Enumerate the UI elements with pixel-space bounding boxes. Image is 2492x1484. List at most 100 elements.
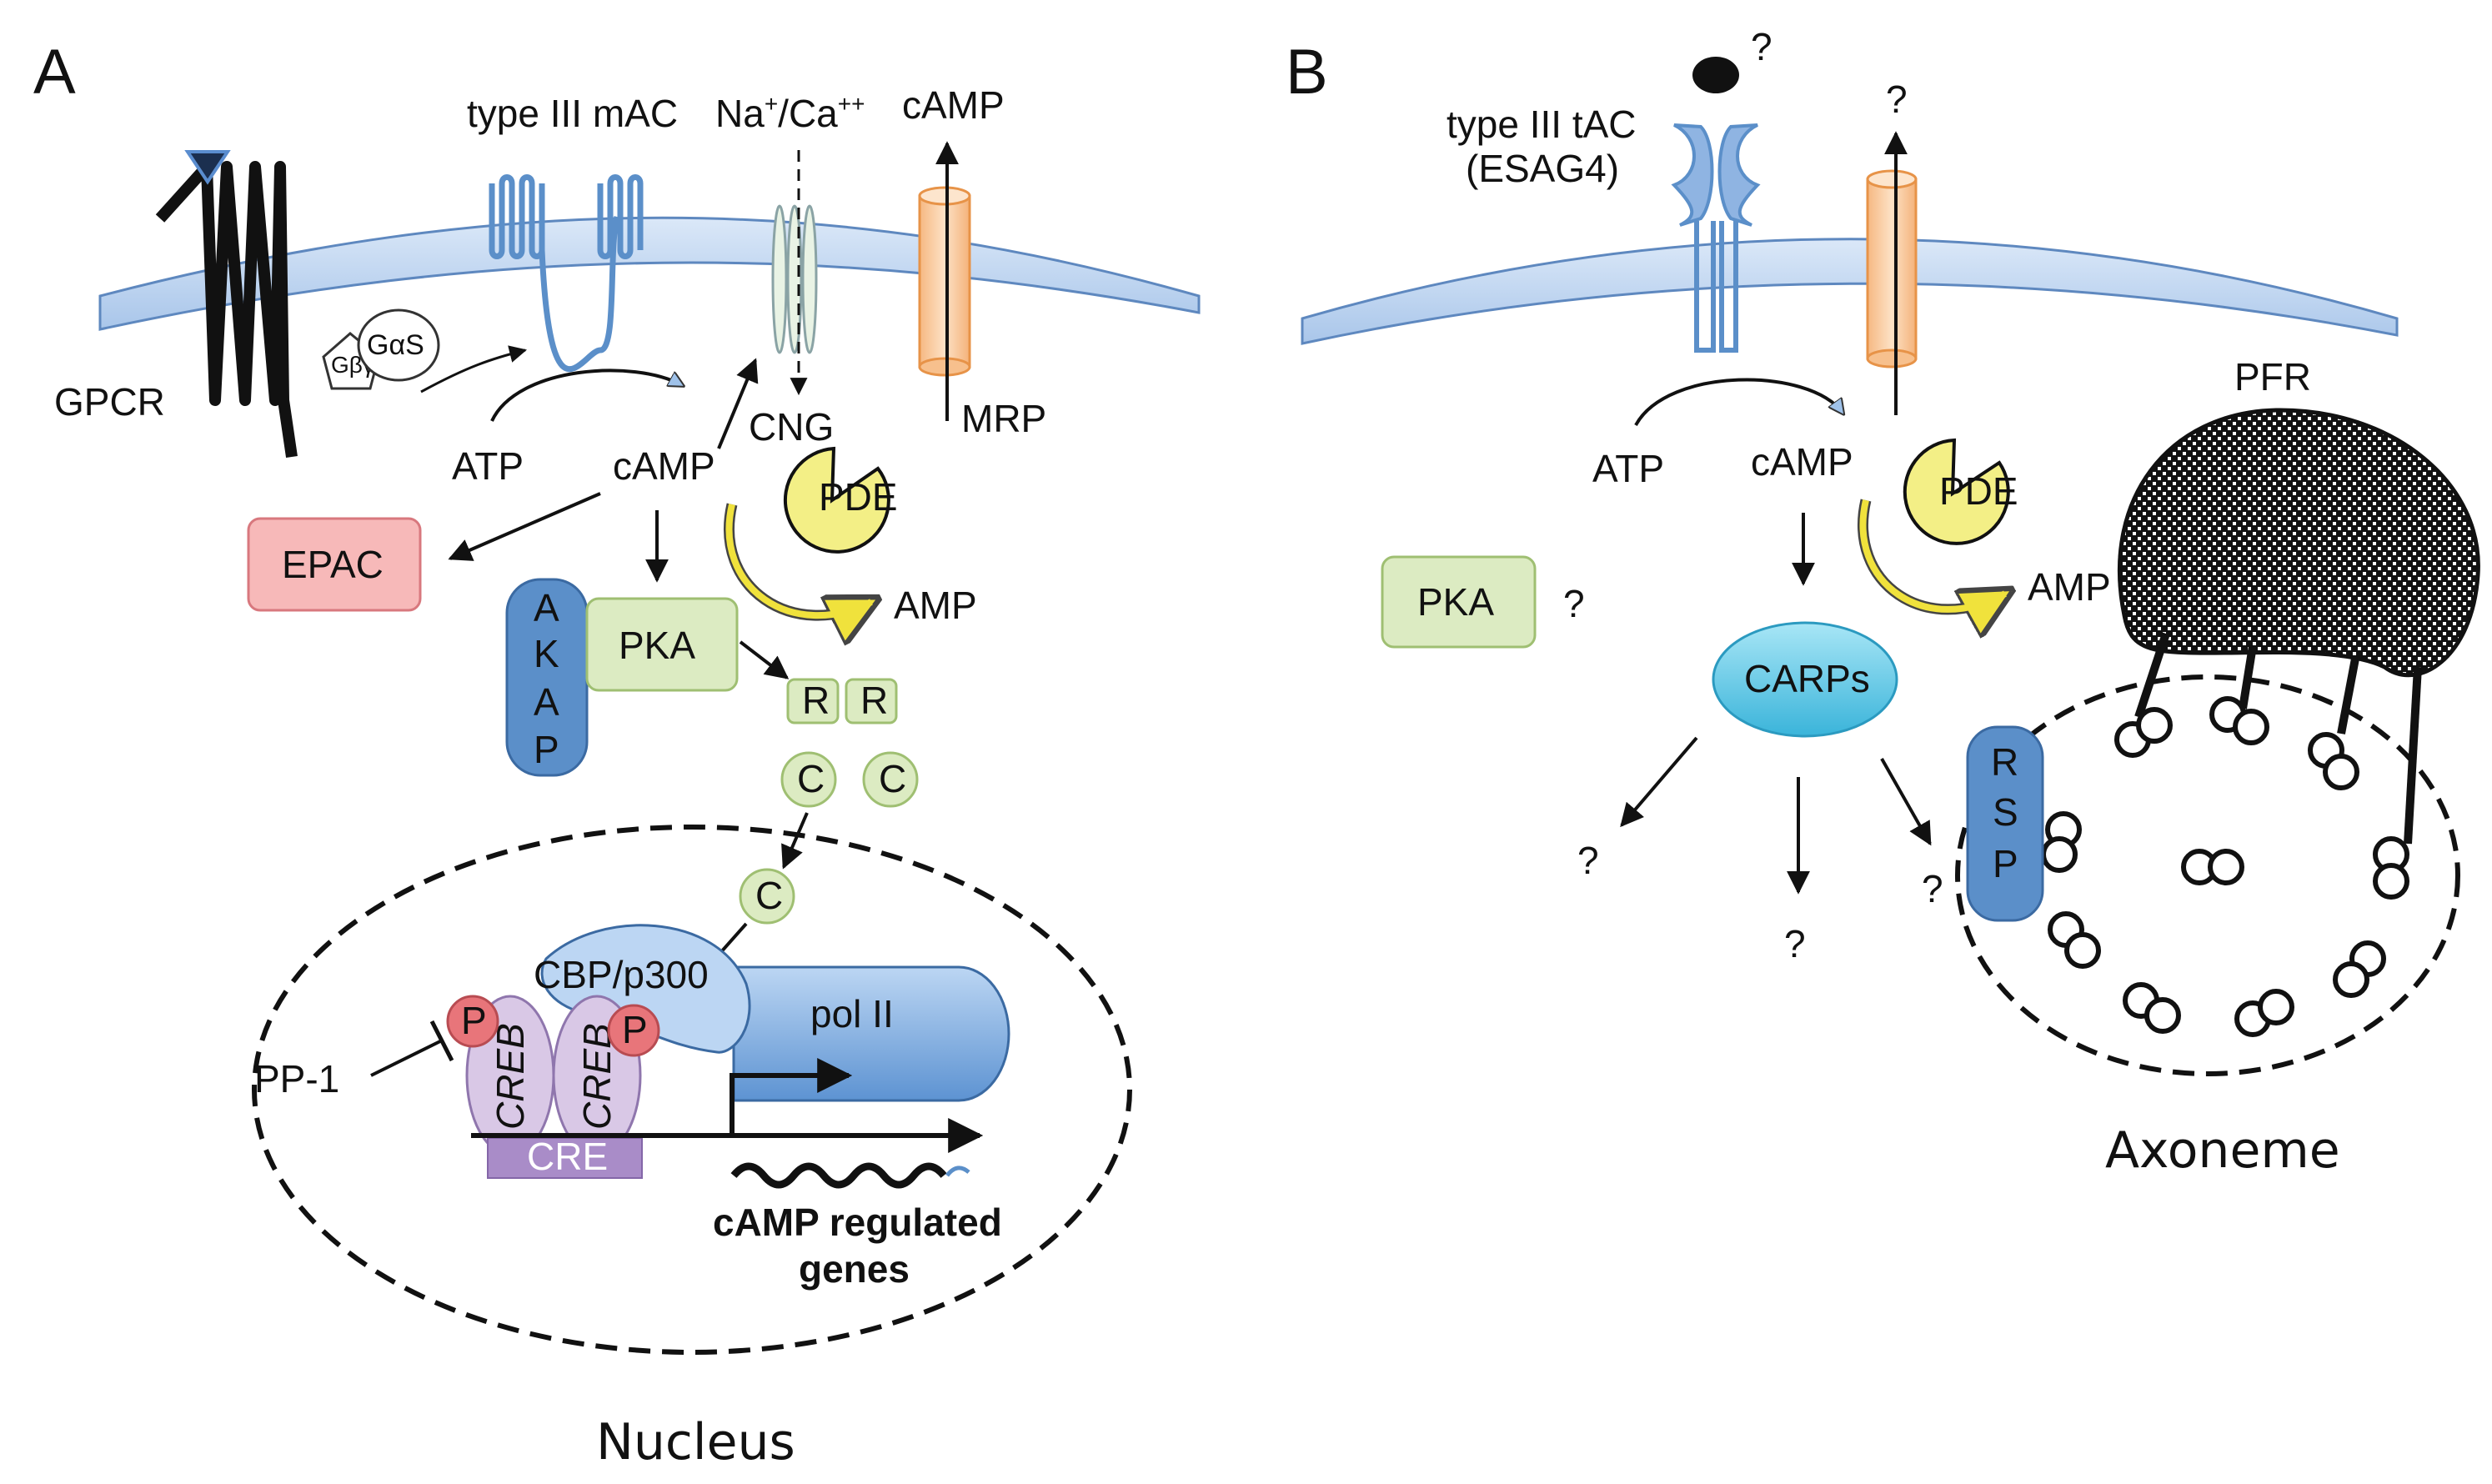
cbp-p300-label: CBP/p300: [534, 953, 709, 996]
b-pde-arrow-fill: [1859, 499, 2007, 613]
mac-label: type III mAC: [467, 92, 678, 135]
mrna-cap: [945, 1166, 970, 1177]
c-label-1: C: [797, 757, 825, 800]
gpcr-label: GPCR: [54, 380, 165, 424]
panel-b-letter: B: [1286, 37, 1328, 108]
pka-box: [585, 597, 739, 692]
camp-to-cng-arrow: [717, 358, 759, 449]
carps-label: CARPs: [1744, 657, 1870, 700]
pde-label: PDE: [819, 475, 898, 519]
b-pka-box: [1381, 555, 1537, 649]
b-atp-label: ATP: [1592, 447, 1664, 490]
tac-label-1: type III tAC: [1447, 103, 1637, 146]
b-transporter: [1866, 169, 1918, 368]
creb-label-1: CREB: [489, 1023, 532, 1130]
mrna-wave: [730, 1162, 947, 1189]
transcription-start-arrow: [730, 1058, 853, 1136]
carps-question-3: ?: [1922, 867, 1943, 910]
axoneme-label: Axoneme: [2105, 1121, 2340, 1180]
pol-ii: [732, 965, 1010, 1102]
tac-transmembrane: [1694, 221, 1738, 353]
p-label-2: P: [622, 1008, 648, 1051]
tac-label-2: (ESAG4): [1466, 147, 1619, 190]
amp-label: AMP: [894, 584, 977, 627]
cre-label: CRE: [527, 1135, 608, 1178]
gpcr-receptor: [155, 161, 298, 459]
genes-label-1: cAMP regulated: [713, 1201, 1002, 1244]
type-iii-mac: [489, 174, 644, 373]
pfr: [2117, 408, 2480, 678]
carps-arrow-3: [1880, 758, 1932, 846]
panel-a: A GPCR Gβγ GαS type III mAC Na+/Ca++: [33, 37, 1201, 1471]
mrp-label: MRP: [961, 397, 1046, 440]
pde-hydrolysis-arrow-fill: [725, 504, 873, 619]
panel-b: B ? type III tAC (ESAG4) ? ATP cAMP PDE …: [1286, 25, 2480, 1180]
pp1-inhibition-line: [370, 1039, 443, 1077]
mrp-transporter: [918, 186, 971, 377]
carps-question-2: ?: [1784, 922, 1806, 965]
axoneme: [1955, 674, 2460, 1076]
gas-protein: [357, 308, 440, 382]
catalytic-subunit-nuclear: [739, 868, 795, 925]
catalytic-subunit-1: [780, 751, 837, 808]
b-pde-icon: [1903, 438, 2010, 545]
camp-to-epac-arrow: [448, 492, 601, 561]
carps: [1712, 621, 1898, 738]
rsp-box: [1966, 725, 2044, 922]
pfr-label: PFR: [2234, 355, 2311, 399]
pde-icon: [783, 446, 890, 554]
gas-activation-arrow: [420, 345, 528, 394]
c-to-nucleus-arrow: [781, 812, 809, 870]
genes-label-2: genes: [799, 1247, 910, 1291]
pka-label: PKA: [619, 624, 695, 667]
pfr-linkers: [2134, 632, 2422, 845]
catalytic-subunit-2: [862, 751, 919, 808]
camp-top-label: cAMP: [902, 83, 1005, 127]
epac-box: [247, 517, 422, 612]
rsp-letter-1: R: [1991, 740, 2018, 784]
c-label-2: C: [879, 757, 906, 800]
akap-letter-1: A: [534, 586, 559, 629]
pol-ii-label: pol II: [810, 992, 894, 1035]
pka-question: ?: [1563, 582, 1585, 625]
microtubule-doublets: [2041, 696, 2409, 1037]
atp-label: ATP: [452, 444, 524, 488]
cng-channel: [771, 204, 818, 354]
nucleus: [252, 825, 1132, 1355]
pp1-inhibition-bar: [429, 1020, 454, 1062]
ligand-icon: [1692, 57, 1739, 93]
atp-camp-curved-arrow: [490, 368, 682, 422]
nucleus-label: Nucleus: [596, 1413, 795, 1471]
phospho-1: [446, 995, 499, 1048]
pka-dissociation-arrow: [739, 640, 790, 679]
carps-arrow-1: [1620, 736, 1698, 828]
b-camp-label: cAMP: [1751, 440, 1853, 484]
membrane-b: [1301, 238, 2399, 345]
c-label-3: C: [755, 874, 783, 917]
panel-a-letter: A: [33, 37, 76, 108]
akap-letter-2: K: [534, 632, 559, 675]
ligand-question: ?: [1751, 25, 1772, 68]
p-label-1: P: [461, 999, 487, 1042]
b-pka-label: PKA: [1417, 580, 1494, 624]
akap-letter-4: P: [534, 728, 559, 771]
cbp-p300: [540, 924, 751, 1054]
akap-letter-3: A: [534, 680, 559, 724]
ion-label: Na+/Ca++: [715, 91, 865, 135]
r-label-1: R: [802, 679, 830, 722]
ligand-triangle-icon: [184, 150, 231, 185]
phospho-2: [607, 1004, 660, 1057]
type-iii-tac: [1671, 123, 1761, 227]
cng-label: CNG: [749, 405, 834, 449]
rsp-letter-3: P: [1993, 842, 2018, 885]
b-amp-label: AMP: [2028, 565, 2111, 609]
pp1-label: PP-1: [254, 1057, 339, 1100]
cre-box: [487, 1137, 643, 1179]
regulatory-subunit-1: [786, 678, 840, 724]
r-label-2: R: [860, 679, 888, 722]
rsp-letter-2: S: [1993, 790, 2018, 834]
camp-label: cAMP: [613, 444, 715, 488]
epac-label: EPAC: [282, 543, 384, 586]
b-pde-label: PDE: [1939, 469, 2018, 513]
